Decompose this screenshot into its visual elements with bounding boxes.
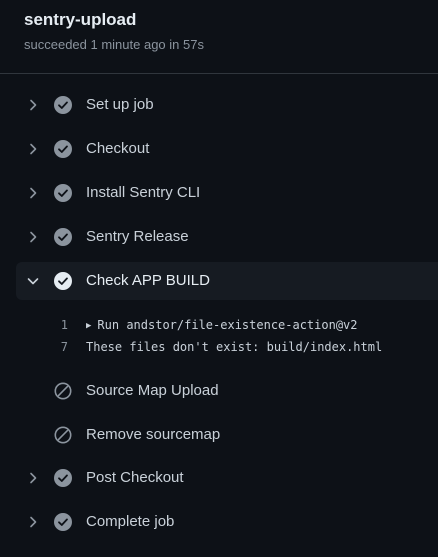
check-circle-icon xyxy=(54,513,72,531)
step-label: Checkout xyxy=(86,140,150,157)
step-label: Remove sourcemap xyxy=(86,426,221,443)
step-label: Sentry Release xyxy=(86,228,189,245)
check-circle-icon xyxy=(54,228,72,246)
step-label: Install Sentry CLI xyxy=(86,184,201,201)
step-post-checkout[interactable]: Post Checkout xyxy=(16,459,438,497)
triangle-right-icon[interactable]: ▶ xyxy=(86,321,92,331)
skip-icon xyxy=(54,382,72,400)
chevron-right-icon[interactable] xyxy=(26,142,40,156)
chevron-down-icon[interactable] xyxy=(26,274,40,288)
log-line-number: 1 xyxy=(60,318,68,332)
step-label: Complete job xyxy=(86,513,175,530)
job-status-summary: succeeded 1 minute ago in 57s xyxy=(24,37,204,52)
step-label: Set up job xyxy=(86,96,154,113)
check-circle-icon xyxy=(54,96,72,114)
step-complete-job[interactable]: Complete job xyxy=(16,503,438,541)
log-line-text: These files don't exist: build/index.htm… xyxy=(86,340,383,354)
check-circle-icon xyxy=(54,272,72,290)
log-line: 7 These files don't exist: build/index.h… xyxy=(0,337,438,357)
step-set-up-job[interactable]: Set up job xyxy=(16,86,438,124)
check-circle-icon xyxy=(54,184,72,202)
skip-icon xyxy=(54,426,72,444)
log-line-text: Run andstor/file-existence-action@v2 xyxy=(97,318,358,332)
step-check-app-build[interactable]: Check APP BUILD xyxy=(16,262,438,300)
step-remove-sourcemap[interactable]: Remove sourcemap xyxy=(16,416,438,454)
step-label: Check APP BUILD xyxy=(86,272,210,289)
step-label: Post Checkout xyxy=(86,469,184,486)
step-source-map-upload[interactable]: Source Map Upload xyxy=(16,372,438,410)
chevron-right-icon[interactable] xyxy=(26,230,40,244)
step-sentry-release[interactable]: Sentry Release xyxy=(16,218,438,256)
job-header: sentry-upload succeeded 1 minute ago in … xyxy=(0,0,438,74)
chevron-right-icon[interactable] xyxy=(26,515,40,529)
log-line[interactable]: 1 ▶ Run andstor/file-existence-action@v2 xyxy=(0,315,438,335)
log-line-number: 7 xyxy=(60,340,68,354)
job-title: sentry-upload xyxy=(24,10,137,29)
chevron-right-icon[interactable] xyxy=(26,471,40,485)
step-label: Source Map Upload xyxy=(86,382,219,399)
check-circle-icon xyxy=(54,469,72,487)
chevron-right-icon[interactable] xyxy=(26,98,40,112)
step-checkout[interactable]: Checkout xyxy=(16,130,438,168)
step-install-sentry-cli[interactable]: Install Sentry CLI xyxy=(16,174,438,212)
check-circle-icon xyxy=(54,140,72,158)
chevron-right-icon[interactable] xyxy=(26,186,40,200)
